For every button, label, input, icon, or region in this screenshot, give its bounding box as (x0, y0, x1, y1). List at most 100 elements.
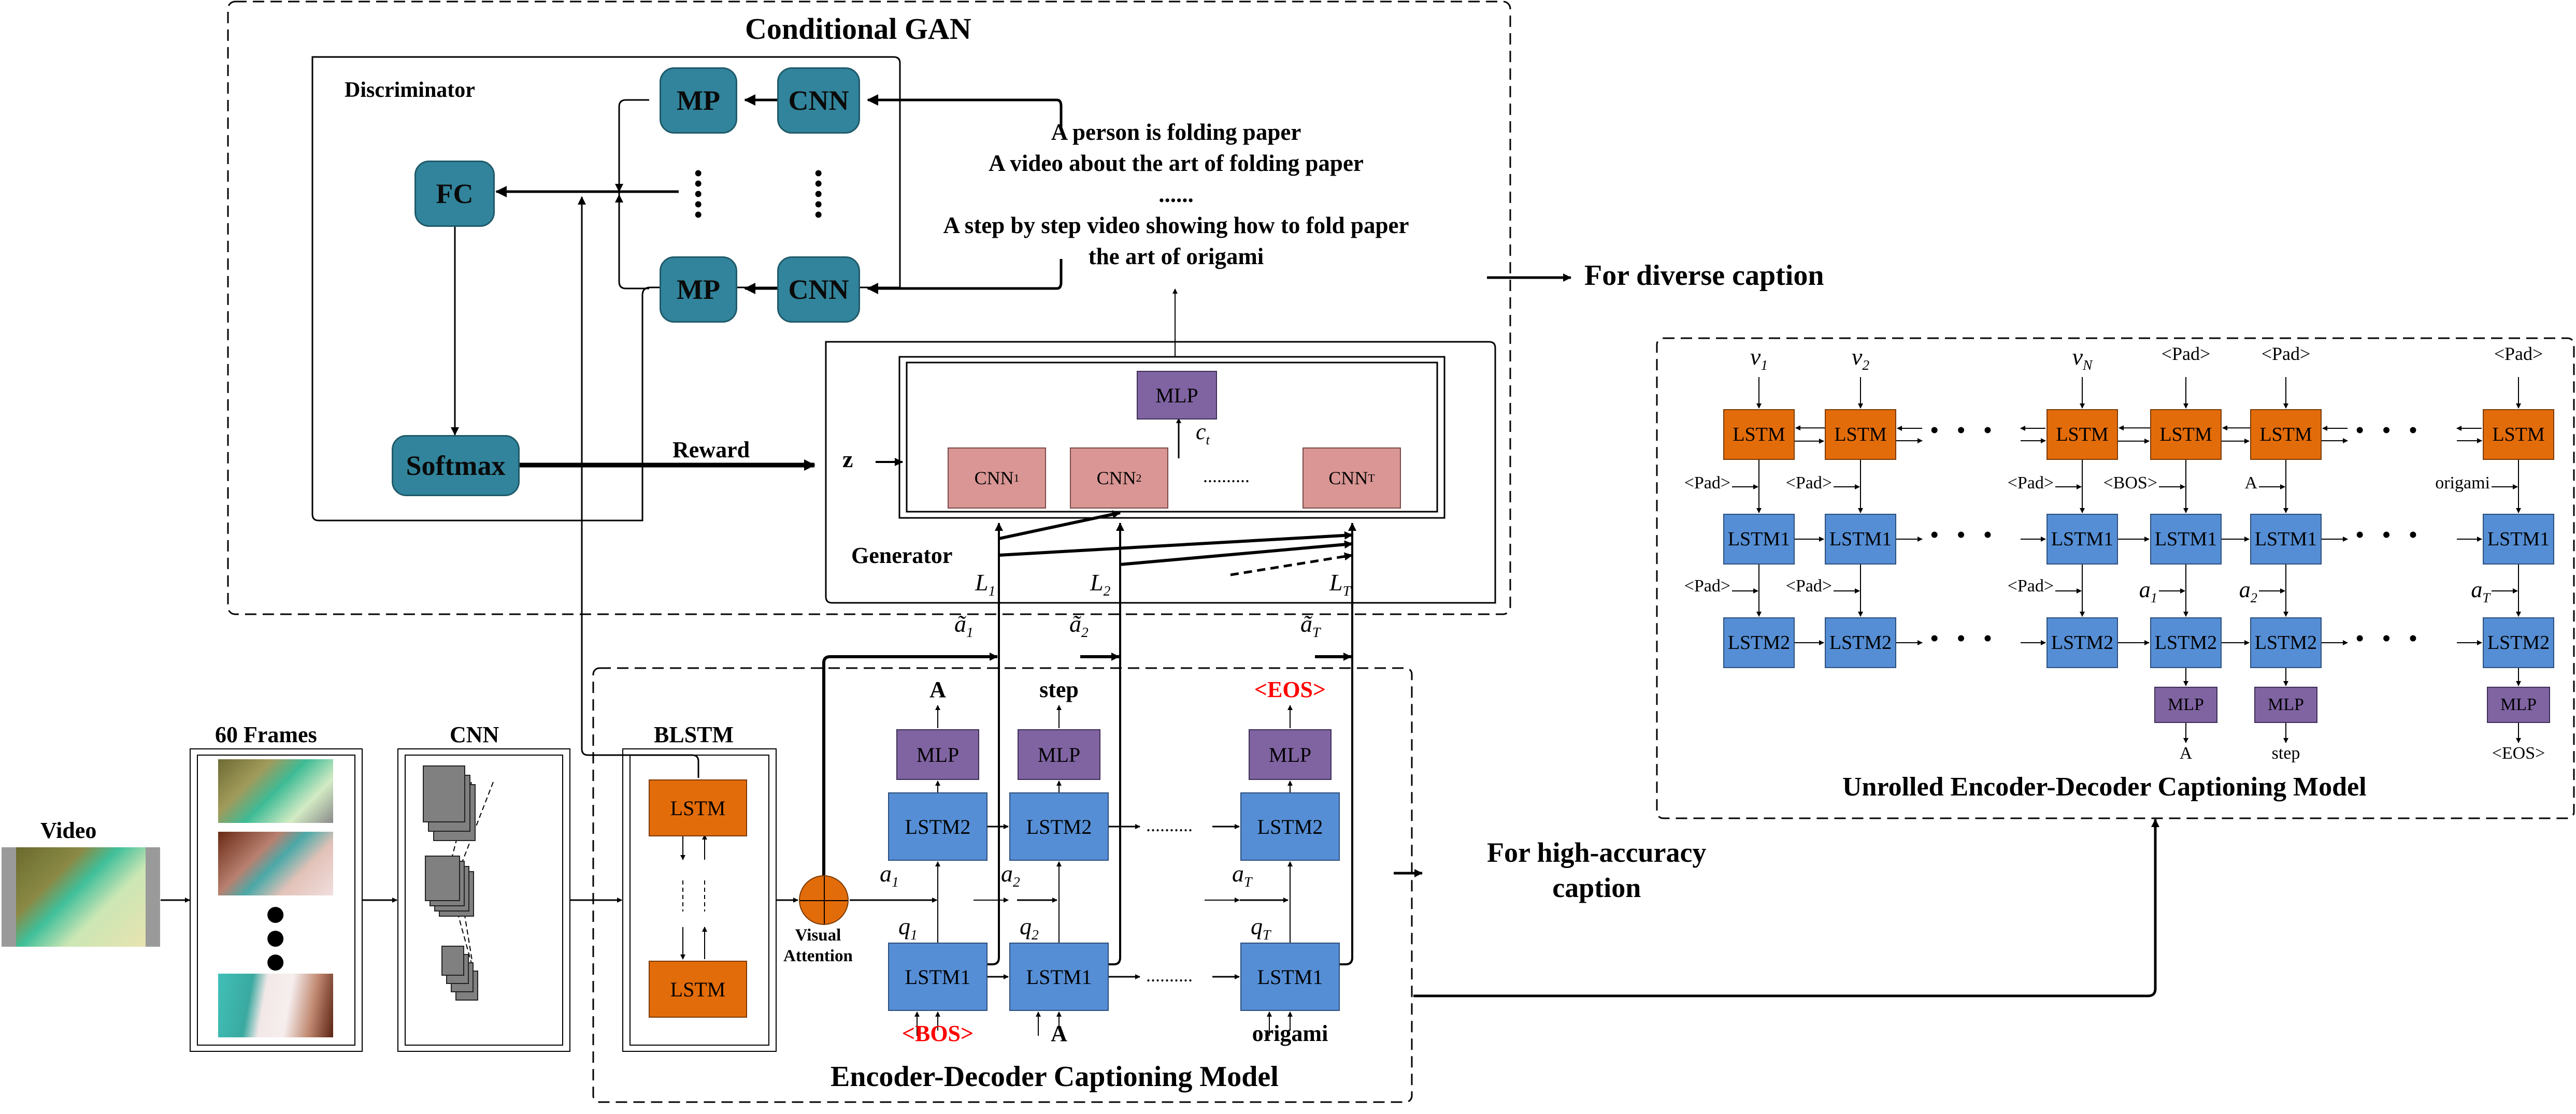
unrolled-ellipsis: ••• (2356, 626, 2436, 651)
blstm-lstm-top: LSTM (649, 779, 747, 836)
decoder-lstm2-box: LSTM2 (888, 792, 988, 861)
unrolled-lstm1-box: LSTM1 (2150, 514, 2222, 565)
unrolled-side-input: <BOS> (2103, 473, 2158, 493)
feature-map-layer (423, 765, 465, 822)
fc-box: FC (414, 161, 495, 227)
unrolled-output-word: A (2179, 744, 2193, 763)
frames-ellipsis: ●●● (264, 892, 287, 981)
attention-a-label: a1 (880, 860, 899, 890)
ellipsis-vertical: ••••• (694, 161, 703, 227)
unrolled-top-input: <Pad> (2494, 343, 2543, 364)
caption-item: ...... (1158, 181, 1194, 207)
discriminator-frame (311, 56, 901, 522)
unrolled-top-input: vN (2051, 343, 2113, 373)
a-symbol: a (2139, 577, 2151, 602)
unrolled-lstm2-box: LSTM2 (2250, 617, 2322, 668)
l1-label: L1 (975, 569, 996, 599)
reward-label: Reward (672, 437, 750, 462)
unrolled-ellipsis: ••• (2356, 417, 2436, 443)
caption-item: the art of origami (1088, 243, 1264, 269)
q-sub: 1 (910, 927, 918, 943)
unrolled-lstm1-box: LSTM1 (1825, 514, 1896, 565)
decoder-output-word: step (1039, 677, 1079, 702)
unrolled-mlp-box: MLP (2487, 687, 2550, 723)
decoder-output-word: A (929, 677, 946, 702)
decoder-lstm1-box: LSTM1 (888, 943, 988, 1011)
ellipsis-vertical: ••••• (814, 161, 823, 227)
l2-label: L2 (1090, 569, 1111, 599)
unrolled-lstm2-box: LSTM2 (1825, 617, 1896, 668)
visual-attention-label: Visual Attention (783, 926, 853, 965)
discriminator-label: Discriminator (345, 78, 475, 102)
v-symbol: v (1750, 343, 1761, 370)
q-symbol: q (1251, 913, 1263, 939)
unrolled-lstm1-box: LSTM1 (2047, 514, 2118, 565)
a-sub: T (1244, 874, 1252, 890)
frames-label: 60 Frames (215, 722, 317, 747)
q-sub: 2 (1032, 927, 1039, 943)
decoder-output-word: <EOS> (1254, 677, 1326, 702)
decoder-lstm1-box: LSTM1 (1240, 943, 1340, 1011)
cgan-title: Conditional GAN (745, 12, 971, 46)
v-sub: 2 (1862, 357, 1870, 373)
caption-item: A video about the art of folding paper (989, 150, 1364, 176)
decoder-lstm1-box: LSTM1 (1009, 943, 1109, 1011)
unrolled-ellipsis: ••• (1930, 522, 2011, 547)
q-symbol: q (1020, 913, 1032, 939)
z-label: z (842, 446, 853, 472)
unrolled-lstm-box: LSTM (2150, 409, 2222, 460)
unrolled-ellipsis: ••• (1930, 417, 2011, 443)
unrolled-top-input: <Pad> (2261, 343, 2311, 364)
a-tilde-1: ã1 (954, 611, 974, 641)
generator-frame (825, 341, 1496, 604)
unrolled-side-input: <Pad> (1684, 473, 1730, 493)
unrolled-side-input: <Pad> (1785, 576, 1832, 596)
unrolled-top-input: <Pad> (2161, 343, 2211, 364)
q-symbol: q (898, 913, 910, 939)
a-symbol: a (2239, 577, 2251, 602)
query-q-label: q2 (1020, 913, 1039, 943)
unrolled-side-input: <Pad> (2007, 473, 2054, 493)
generator-mlp-box: MLP (1137, 371, 1217, 419)
cnn-box-bottom: CNN (777, 256, 860, 323)
a-sub: 2 (1013, 874, 1020, 890)
a-sub: 1 (892, 874, 899, 890)
caption-item: A step by step video showing how to fold… (943, 212, 1409, 238)
unrolled-lstm1-box: LSTM1 (2250, 514, 2322, 565)
video-thumbnail (2, 847, 160, 947)
v-sub: 1 (1761, 357, 1768, 373)
a-symbol: a (880, 860, 892, 887)
a-tilde-2: ã2 (1069, 611, 1089, 641)
unrolled-side-input: <Pad> (1684, 576, 1730, 596)
generator-label: Generator (851, 543, 953, 568)
unrolled-lstm2-box: LSTM2 (2150, 617, 2222, 668)
decoder-lstm2-box: LSTM2 (1009, 792, 1109, 861)
mp-box-bottom: MP (660, 256, 737, 323)
cnn-box-top: CNN (777, 67, 860, 134)
unrolled-lstm2-box: LSTM2 (2483, 617, 2554, 668)
unrolled-side-input: a1 (2095, 576, 2157, 606)
feature-map-layer (441, 946, 464, 976)
decoder-input-word: A (1051, 1021, 1067, 1046)
decoder-lstm2-box: LSTM2 (1240, 792, 1340, 861)
unrolled-side-input: aT (2428, 576, 2490, 606)
unrolled-lstm-box: LSTM (2483, 409, 2554, 460)
a-sub: 2 (2250, 589, 2257, 605)
frame-thumbnail-1 (218, 759, 333, 823)
unrolled-lstm-box: LSTM (2047, 409, 2118, 460)
decoder-mlp-box: MLP (896, 729, 979, 780)
a-symbol: a (1232, 860, 1244, 887)
unrolled-side-input: A (2244, 473, 2257, 493)
generator-inner-frame (906, 361, 1438, 513)
blstm-label: BLSTM (654, 722, 734, 747)
decoder-input-word: origami (1252, 1021, 1328, 1046)
accurate-caption-label: For high-accuracy caption (1487, 837, 1707, 903)
unrolled-arrows (1732, 377, 2521, 743)
diverse-caption-label: For diverse caption (1584, 259, 1824, 292)
decoder-mlp-box: MLP (1018, 729, 1100, 780)
unrolled-ellipsis: ••• (1930, 626, 2011, 651)
a-symbol: a (2471, 577, 2483, 602)
